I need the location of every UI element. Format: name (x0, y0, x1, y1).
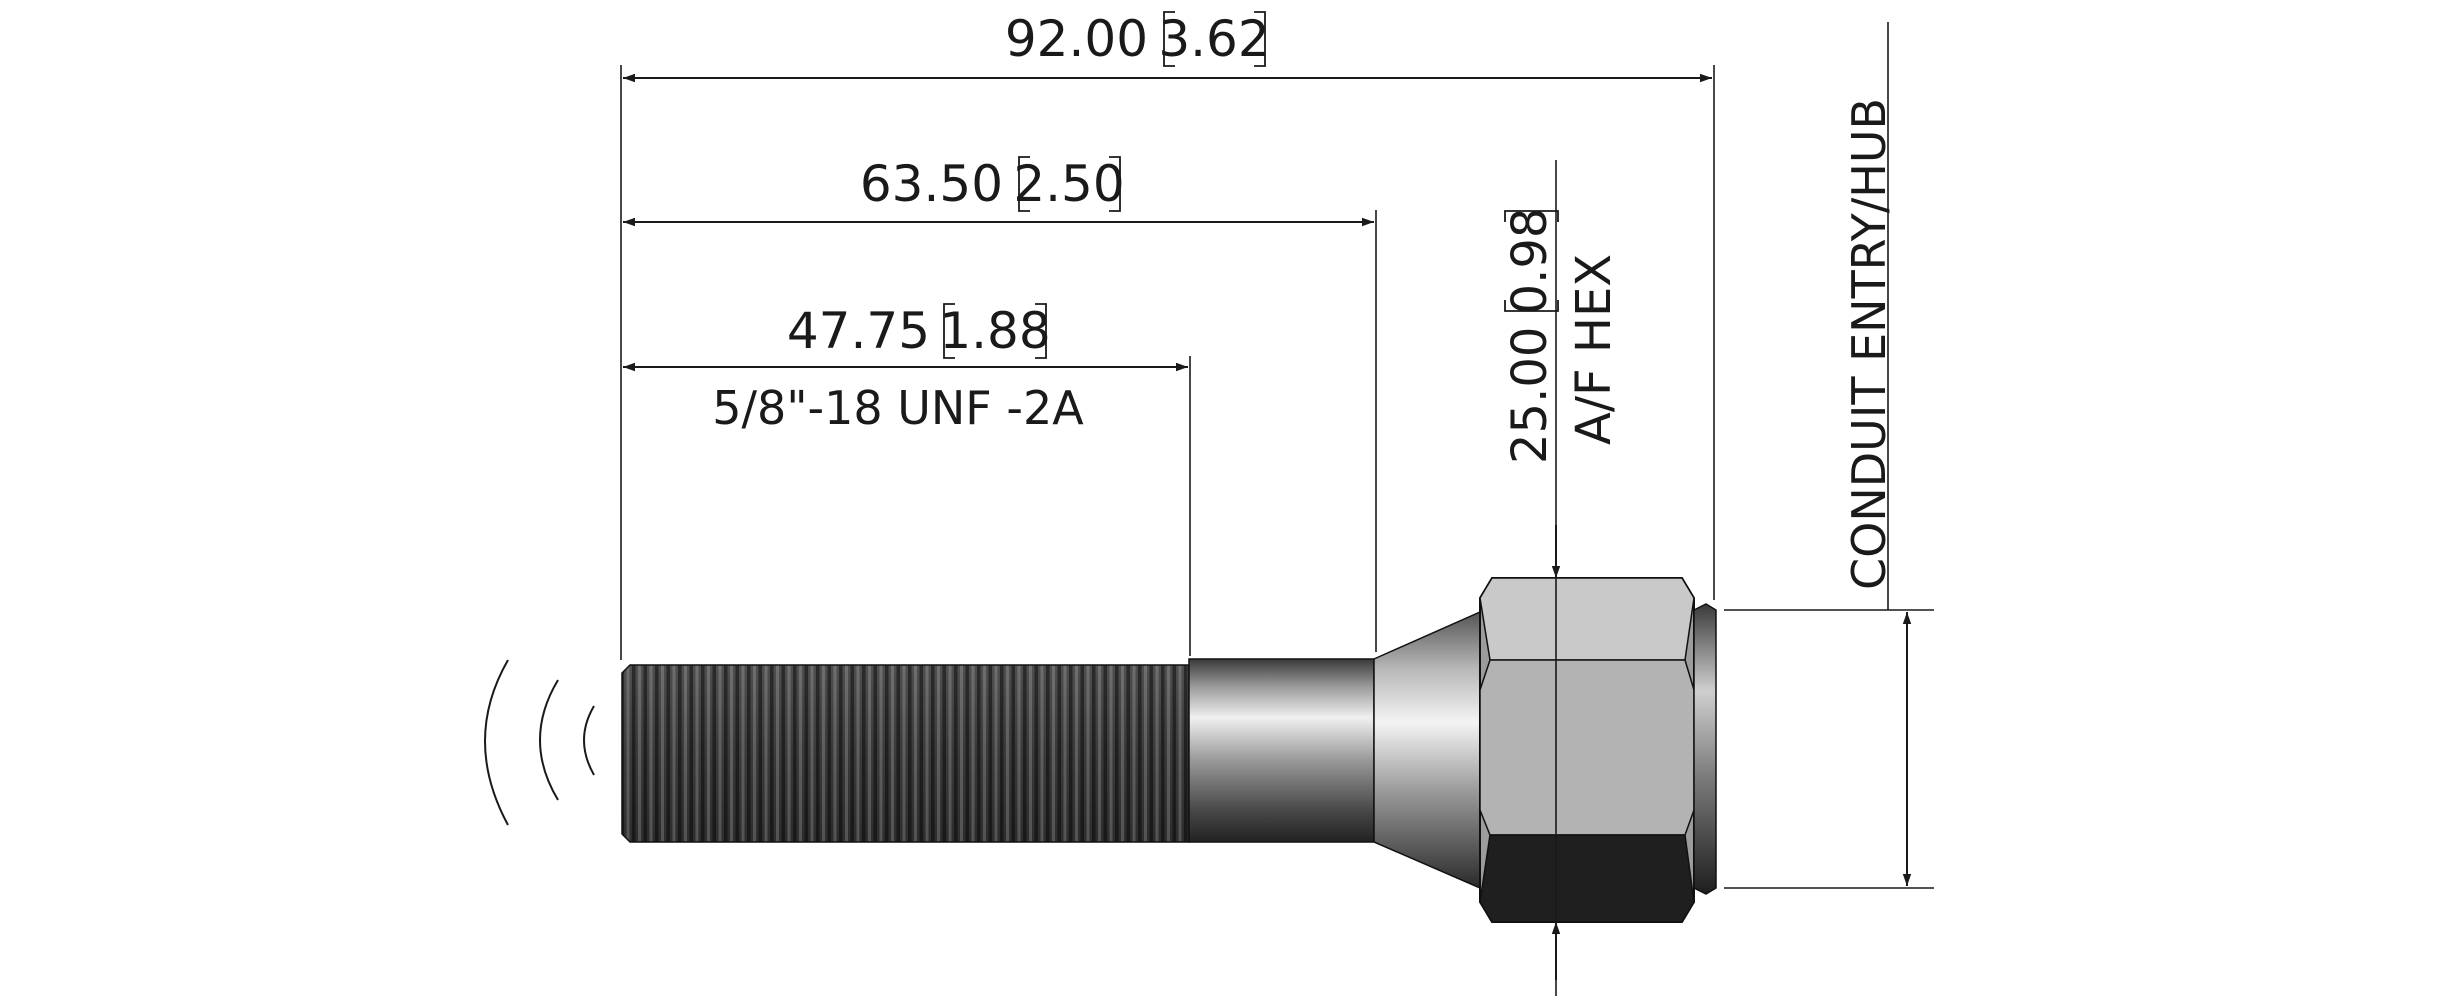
shank (1188, 658, 1375, 843)
cone (1373, 610, 1481, 890)
body-length-dimension: 63.50 2.50 (623, 155, 1374, 227)
overall-length-inch: 3.62 (1158, 10, 1269, 68)
motion-arcs-icon (484, 659, 595, 826)
thread-length-value: 47.75 (787, 302, 930, 360)
threaded-section (621, 664, 1190, 843)
overall-length-value: 92.00 (1005, 10, 1148, 68)
body-length-inch: 2.50 (1013, 155, 1124, 213)
hex-af-dimension: 25.00 0.98 A/F HEX (1502, 208, 1622, 980)
hub-flange (1693, 603, 1717, 895)
thread-length-dimension: 47.75 1.88 5/8"-18 UNF -2A (623, 302, 1188, 435)
hex-af-inch: 0.98 (1502, 208, 1558, 315)
extension-lines (620, 22, 1934, 996)
thread-length-inch: 1.88 (939, 302, 1050, 360)
thread-spec-label: 5/8"-18 UNF -2A (712, 381, 1084, 435)
hex-nut (1479, 577, 1695, 923)
body-length-value: 63.50 (860, 155, 1003, 213)
overall-length-dimension: 92.00 3.62 (623, 10, 1712, 83)
hex-af-note: A/F HEX (1566, 254, 1622, 445)
hub-label: CONDUIT ENTRY/HUB (1842, 98, 1896, 590)
hub-dimension: CONDUIT ENTRY/HUB (1842, 98, 1912, 886)
adapter-part (484, 577, 1717, 923)
hex-af-value: 25.00 (1502, 327, 1558, 464)
